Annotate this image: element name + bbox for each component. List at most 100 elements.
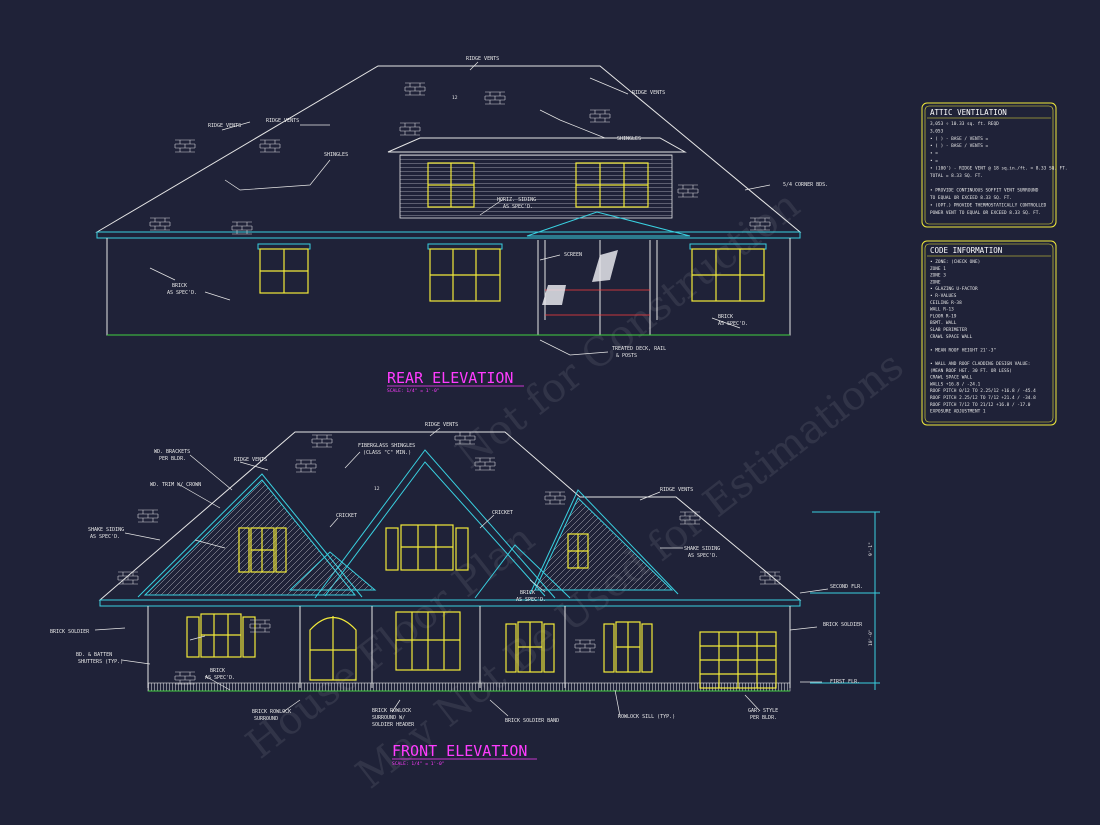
attic-line: • ( ) - BASE / VENTS = <box>930 143 989 149</box>
front-label-soldier-right: BRICK SOLDIER <box>823 622 863 628</box>
code-line: ZONE <box>930 279 941 285</box>
code-line: • WALL AND ROOF CLADDING DESIGN VALUE: <box>930 361 1030 367</box>
rear-label-deck-2: & POSTS <box>616 353 637 359</box>
front-label-garage-2: PER BLDR. <box>750 715 777 721</box>
front-label-brick-left-1: BRICK <box>210 668 225 674</box>
front-label-ridge-top: RIDGE VENTS <box>425 422 458 428</box>
code-line: EXPOSURE ADJUSTMENT 1 <box>930 409 986 415</box>
rear-label-siding-1: HORIZ. SIDING <box>497 197 536 203</box>
front-label-cricket-left: CRICKET <box>336 513 357 519</box>
rear-label-brick-right-1: BRICK <box>718 314 733 320</box>
code-line: ROOF PITCH 0/12 TO 2.25/12 +16.8 / -45.4 <box>930 388 1036 394</box>
code-line: SLAB PERIMETER <box>930 327 967 333</box>
rear-label-corner-bds: 5/4 CORNER BDS. <box>783 182 828 188</box>
front-label-shutters-2: SHUTTERS (TYP.) <box>78 659 123 665</box>
front-lower-window-right-1 <box>505 621 555 673</box>
front-label-brick-left-2: AS SPEC'D. <box>205 675 235 681</box>
rear-screen-hatch-2 <box>592 250 618 282</box>
front-label-second-flr: SECOND FLR. <box>830 584 863 590</box>
attic-title: ATTIC VENTILATION <box>930 108 1007 117</box>
code-line: (MEAN ROOF HGT. 30 FT. OR LESS) <box>930 368 1012 374</box>
code-line: ZONE 3 <box>930 273 946 279</box>
rear-label-deck-1: TREATED DECK, RAIL <box>612 346 666 352</box>
attic-line: TOTAL = 8.33 SQ. FT. <box>930 173 983 179</box>
rear-elevation: RIDGE VENTS RIDGE VENTS RIDGE VENTS RIDG… <box>95 56 828 394</box>
attic-line: • (OPT.) PROVIDE THERMOSTATICALLY CONTRO… <box>930 202 1047 208</box>
attic-line: • (100') - RIDGE VENT @ 18 sq.in./ft. = … <box>930 165 1067 171</box>
front-label-shake-left-2: AS SPEC'D. <box>90 534 120 540</box>
front-label-rowlock-soldier-3: SOLDIER HEADER <box>372 722 415 728</box>
code-title: CODE INFORMATION <box>930 246 1002 255</box>
rear-window-left <box>257 243 311 294</box>
rear-pitch: 12 <box>452 95 458 101</box>
rear-label-ridge-right: RIDGE VENTS <box>632 90 665 96</box>
code-line: • R-VALUES <box>930 293 957 299</box>
front-label-cricket-right: CRICKET <box>492 510 513 516</box>
code-line: CRAWL SPACE WALL <box>930 375 973 381</box>
rear-label-ridge-left-2: RIDGE VENTS <box>266 118 299 124</box>
front-center-gable-inner <box>324 461 546 597</box>
code-line: WALLS +16.8 / -24.1 <box>930 381 981 387</box>
rear-dormer-window-right <box>575 162 649 208</box>
code-lines: • ZONE: (CHECK ONE) ZONE 1 ZONE 3 ZONE• … <box>930 259 1036 415</box>
code-line: CRAWL SPACE WALL <box>930 334 973 340</box>
front-lower-window-left <box>186 613 256 658</box>
rear-elevation-scale: SCALE: 1/4" = 1'-0" <box>387 388 440 394</box>
rear-label-shingles-right: SHINGLES <box>617 136 641 142</box>
front-label-fiberglass-2: (CLASS "C" MIN.) <box>363 450 411 456</box>
front-label-soldier-band: BRICK SOLDIER BAND <box>505 718 559 724</box>
code-line: ROOF PITCH 2.25/12 TO 7/12 +21.4 / -34.8 <box>930 395 1036 401</box>
code-line: BSMT. WALL <box>930 320 957 326</box>
code-line: FLOOR R-19 <box>930 313 957 319</box>
code-line: WALL R-13 <box>930 307 954 313</box>
front-garage-door <box>699 631 777 689</box>
front-pitch: 12 <box>374 486 380 492</box>
front-elevation-title: FRONT ELEVATION <box>392 742 527 760</box>
front-right-gable-trim <box>529 489 679 595</box>
front-label-ridge-right: RIDGE VENTS <box>660 487 693 493</box>
front-lower-window-right-2 <box>603 621 653 673</box>
attic-line: • PROVIDE CONTINUOUS SOFFIT VENT SURROUN… <box>930 188 1039 194</box>
front-label-rowlock-soldier-1: BRICK ROWLOCK <box>372 708 411 714</box>
attic-line: 3,053 <box>930 128 944 134</box>
front-label-brackets-2: PER BLDR. <box>159 456 186 462</box>
front-label-shake-left-1: SHAKE SIDING <box>88 527 124 533</box>
front-label-fiberglass-1: FIBERGLASS SHINGLES <box>358 443 415 449</box>
attic-line: • ( ) - BASE / VENTS = <box>930 136 989 142</box>
rear-porch-gable <box>526 211 691 237</box>
front-label-rowlock-sill: ROWLOCK SILL (TYP.) <box>618 714 675 720</box>
rear-dormer-roof <box>387 137 687 153</box>
code-line: • MEAN ROOF HEIGHT 21'-3" <box>930 347 996 353</box>
front-mid-gable <box>474 544 571 599</box>
rear-screen-hatch-1 <box>542 285 566 305</box>
rear-eave <box>96 231 801 239</box>
rear-label-screen: SCREEN <box>564 252 582 258</box>
front-lower-window-center <box>395 611 461 671</box>
attic-line: 3,053 ÷ 10.33 sq. ft. REQD <box>930 121 999 127</box>
front-label-first-flr: FIRST FLR. <box>830 679 860 685</box>
attic-ventilation-panel: ATTIC VENTILATION 3,053 ÷ 10.33 sq. ft. … <box>921 102 1067 228</box>
front-height-dimension: 9'-1" 10'-0" <box>810 511 880 690</box>
code-information-panel: CODE INFORMATION • ZONE: (CHECK ONE) ZON… <box>921 240 1057 426</box>
rear-dormer-window-left <box>427 162 475 208</box>
code-line: • GLAZING U-FACTOR <box>930 286 978 292</box>
rear-porch-frame <box>537 240 658 335</box>
code-line: ROOF PITCH 7/12 TO 21/12 +16.8 / -17.0 <box>930 402 1031 408</box>
front-elevation: 9'-1" 10'-0" RIDGE VENTS RIDGE VENTS RID… <box>50 422 880 767</box>
front-right-gable <box>534 497 674 591</box>
rear-dormer-siding <box>399 154 673 219</box>
front-label-brackets-1: WD. BRACKETS <box>154 449 190 455</box>
rear-window-right <box>689 243 767 302</box>
rear-label-ridge-top: RIDGE VENTS <box>466 56 499 62</box>
attic-line: • = <box>930 152 938 157</box>
front-upper-window-left <box>238 527 287 573</box>
rear-label-ridge-left-1: RIDGE VENTS <box>208 123 241 129</box>
front-upper-window-right <box>567 533 589 569</box>
front-brick-soldier-band <box>147 682 791 692</box>
rear-label-brick-left-2: AS SPEC'D. <box>167 290 197 296</box>
rear-label-brick-right-2: AS SPEC'D. <box>718 321 748 327</box>
front-label-rowlock-soldier-2: SURROUND W/ <box>372 715 405 721</box>
front-label-brick-mid-1: BRICK <box>520 590 535 596</box>
